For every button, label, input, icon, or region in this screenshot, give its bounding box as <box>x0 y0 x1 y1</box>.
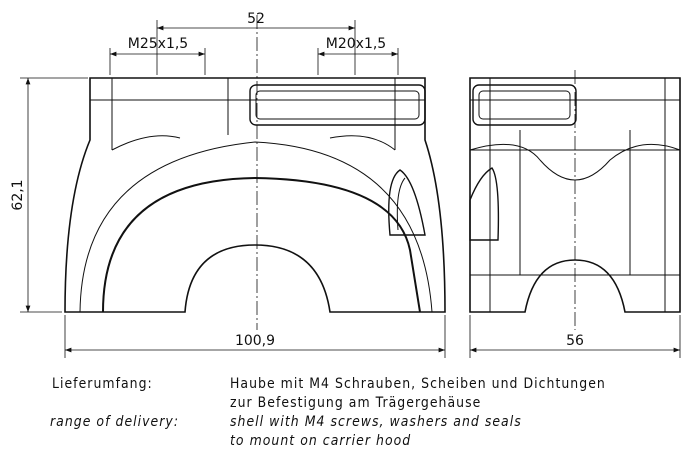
side-view <box>469 77 681 313</box>
note-en-line1: shell with M4 screws, washers and seals <box>230 414 522 430</box>
dim-height: 62,1 <box>10 179 26 210</box>
note-en-label: range of delivery: <box>50 414 180 430</box>
note-de-label: Lieferumfang: <box>52 376 153 392</box>
dim-center-distance: 52 <box>247 11 265 27</box>
dim-thread-right: M20x1,5 <box>326 36 386 52</box>
dimension-lines <box>20 20 681 358</box>
note-de-line1: Haube mit M4 Schrauben, Scheiben und Dic… <box>230 376 606 392</box>
dim-width-front: 100,9 <box>235 333 275 349</box>
dim-thread-left: M25x1,5 <box>128 36 188 52</box>
note-de-line2: zur Befestigung am Trägergehäuse <box>230 395 482 411</box>
dim-width-side: 56 <box>566 333 584 349</box>
front-view <box>64 77 446 313</box>
note-en-line2: to mount on carrier hood <box>230 433 412 449</box>
